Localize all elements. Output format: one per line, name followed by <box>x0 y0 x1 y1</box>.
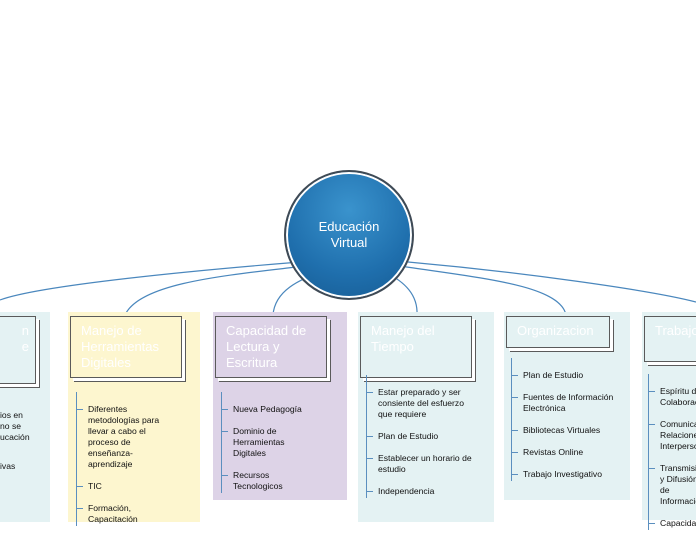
list-item: ivas <box>0 461 16 471</box>
link-branch-6 <box>407 261 696 303</box>
branch-title-2: Manejo de Herramientas Digitales <box>81 323 160 370</box>
list-item: Establecer un horario de estudio <box>366 453 474 475</box>
branch-card-1[interactable]: n e <box>0 316 36 384</box>
central-topic[interactable]: Educación Virtual <box>284 170 414 300</box>
list-item: Nueva Pedagogía <box>221 404 317 415</box>
list-item: TIC <box>76 481 176 492</box>
branch-card-4[interactable]: Manejo del Tiempo <box>360 316 472 378</box>
branch-title-6: Trabajo Colaborativo <box>655 323 696 338</box>
branch-items-3: Nueva Pedagogía Dominio de Herramientas … <box>221 392 317 503</box>
list-item: Plan de Estudio <box>366 431 474 442</box>
list-item: Revistas Online <box>511 447 615 458</box>
branch-title-4: Manejo del Tiempo <box>371 323 435 354</box>
link-branch-2 <box>124 265 306 316</box>
list-item: Transmisión y Difusión de Información <box>648 463 696 507</box>
list-item: Estar preparado y ser consiente del esfu… <box>366 387 474 420</box>
list-item: Trabajo Investigativo <box>511 469 615 480</box>
link-branch-5 <box>399 265 567 316</box>
list-item: Diferentes metodologías para llevar a ca… <box>76 404 176 470</box>
branch-title-5: Organizacion <box>517 323 594 338</box>
link-branch-1 <box>0 261 301 301</box>
branch-items-2: Diferentes metodologías para llevar a ca… <box>76 392 176 536</box>
branch-title-1: n <box>21 323 29 338</box>
branch-card-5[interactable]: Organizacion <box>506 316 610 348</box>
list-item: Independencia <box>366 486 474 497</box>
list-item: Fuentes de Información Electrónica <box>511 392 615 414</box>
branch-items-4: Estar preparado y ser consiente del esfu… <box>366 375 474 508</box>
central-topic-label: Educación Virtual <box>318 219 380 250</box>
branch-items-5: Plan de Estudio Fuentes de Información E… <box>511 358 615 491</box>
branch-items-6: Espíritu de Colaboración Comunicación Re… <box>648 374 696 540</box>
list-item: Bibliotecas Virtuales <box>511 425 615 436</box>
list-item: Comunicación Relaciones Interpersonales <box>648 419 696 452</box>
list-item: Espíritu de Colaboración <box>648 386 696 408</box>
branch-card-2[interactable]: Manejo de Herramientas Digitales <box>70 316 182 378</box>
branch-title-3: Capacidad de Lectura y Escritura <box>226 323 307 370</box>
list-item: Formación, Capacitación <box>76 503 176 525</box>
branch-card-3[interactable]: Capacidad de Lectura y Escritura <box>215 316 327 378</box>
list-item: Plan de Estudio <box>511 370 615 381</box>
list-item: Recursos Tecnologicos <box>221 470 317 492</box>
branch-card-6[interactable]: Trabajo Colaborativo <box>644 316 696 362</box>
list-item: Dominio de Herramientas Digitales <box>221 426 317 459</box>
